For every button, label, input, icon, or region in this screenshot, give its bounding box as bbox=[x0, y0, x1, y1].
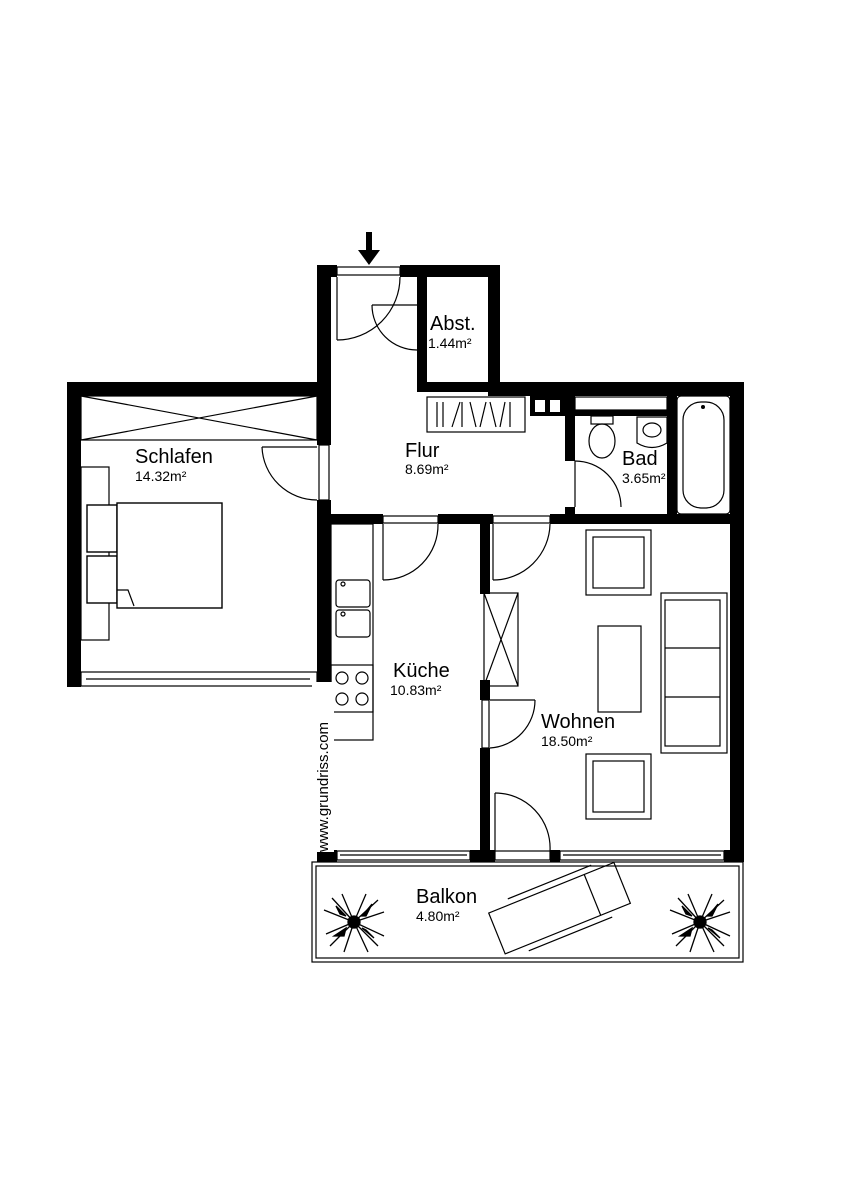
doors bbox=[261, 276, 622, 852]
room-area-abst: 1.44m² bbox=[428, 335, 472, 351]
room-name-bad: Bad bbox=[622, 448, 658, 470]
room-name-wohnen: Wohnen bbox=[541, 711, 615, 733]
storage-marks bbox=[535, 400, 560, 412]
bathroom-fixtures bbox=[588, 395, 731, 515]
room-area-flur: 8.69m² bbox=[405, 461, 449, 477]
room-area-wohnen: 18.50m² bbox=[541, 733, 593, 749]
living-furniture bbox=[585, 529, 728, 820]
arrow-down-icon bbox=[358, 232, 380, 265]
watermark: www.grundriss.com bbox=[312, 682, 334, 853]
balcony bbox=[311, 861, 744, 963]
hall-cabinet bbox=[426, 396, 526, 433]
room-labels: Abst. 1.44m² Flur 8.69m² Schlafen 14.32m… bbox=[135, 313, 666, 924]
wardrobe bbox=[80, 395, 318, 441]
room-area-balkon: 4.80m² bbox=[416, 908, 460, 924]
room-area-schlafen: 14.32m² bbox=[135, 468, 187, 484]
bed bbox=[80, 466, 223, 641]
plant-icon bbox=[669, 893, 731, 953]
room-area-bad: 3.65m² bbox=[622, 470, 666, 486]
kitchen-counter bbox=[330, 523, 374, 741]
sun-lounger bbox=[487, 861, 632, 955]
room-name-balkon: Balkon bbox=[416, 886, 477, 908]
room-name-flur: Flur bbox=[405, 440, 440, 462]
room-name-kueche: Küche bbox=[393, 660, 450, 682]
watermark-text: www.grundriss.com bbox=[315, 722, 332, 853]
windows bbox=[80, 266, 725, 861]
room-name-abst: Abst. bbox=[430, 313, 476, 335]
cabinet bbox=[483, 592, 519, 687]
plant-icon bbox=[323, 893, 385, 953]
room-area-kueche: 10.83m² bbox=[390, 682, 442, 698]
room-name-schlafen: Schlafen bbox=[135, 446, 213, 468]
